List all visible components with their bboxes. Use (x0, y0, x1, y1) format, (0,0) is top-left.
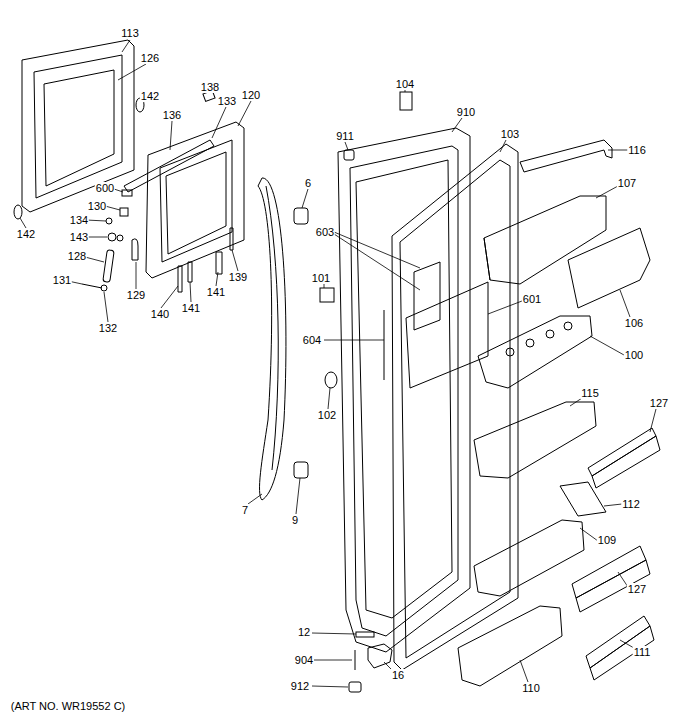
callout-number: 16 (391, 669, 405, 681)
callout-number: 604 (302, 334, 322, 346)
callout-number: 126 (140, 52, 160, 64)
callout-number: 603 (315, 226, 335, 238)
callout-number: 131 (52, 274, 72, 286)
callout-number: 110 (521, 682, 541, 694)
callout-number: 100 (624, 349, 644, 361)
callout-number: 103 (500, 128, 520, 140)
callout-number: 142 (16, 228, 36, 240)
callout-number: 128 (67, 250, 87, 262)
callout-number: 142 (140, 90, 160, 102)
callout-number: 140 (150, 308, 170, 320)
callout-number: 143 (69, 231, 89, 243)
callout-number: 109 (597, 534, 617, 546)
callout-number: 116 (627, 144, 647, 156)
callout-number: 104 (395, 78, 415, 90)
callout-number: 138 (200, 81, 220, 93)
callout-number: 134 (69, 214, 89, 226)
callout-number: 120 (241, 89, 261, 101)
callout-number: 127 (649, 397, 669, 409)
callout-number: 132 (98, 322, 118, 334)
callout-number: 111 (633, 646, 652, 658)
callout-number: 12 (297, 626, 311, 638)
callout-number: 107 (617, 177, 637, 189)
callout-number: 141 (206, 286, 226, 298)
callout-number: 127 (627, 583, 647, 595)
callout-number: 113 (120, 27, 140, 39)
callout-number: 7 (241, 504, 249, 516)
callout-number: 601 (522, 293, 542, 305)
callout-number: 129 (126, 289, 146, 301)
callout-number: 600 (95, 182, 115, 194)
callout-number: 139 (228, 271, 248, 283)
callout-number: 112 (621, 498, 641, 510)
callout-number: 904 (294, 654, 314, 666)
callout-number: 102 (317, 409, 337, 421)
callout-number: 136 (162, 109, 182, 121)
callout-number: 101 (311, 272, 331, 284)
callout-number: 130 (87, 200, 107, 212)
callout-number: 115 (580, 387, 600, 399)
art-number: (ART NO. WR19552 C) (10, 700, 127, 712)
callout-number: 912 (290, 680, 310, 692)
callout-number: 911 (335, 130, 355, 142)
callout-number: 106 (624, 317, 644, 329)
callout-number: 6 (304, 177, 312, 189)
callout-number: 910 (456, 106, 476, 118)
callout-number: 9 (291, 514, 299, 526)
callout-number: 133 (217, 95, 237, 107)
callout-number: 141 (181, 302, 201, 314)
